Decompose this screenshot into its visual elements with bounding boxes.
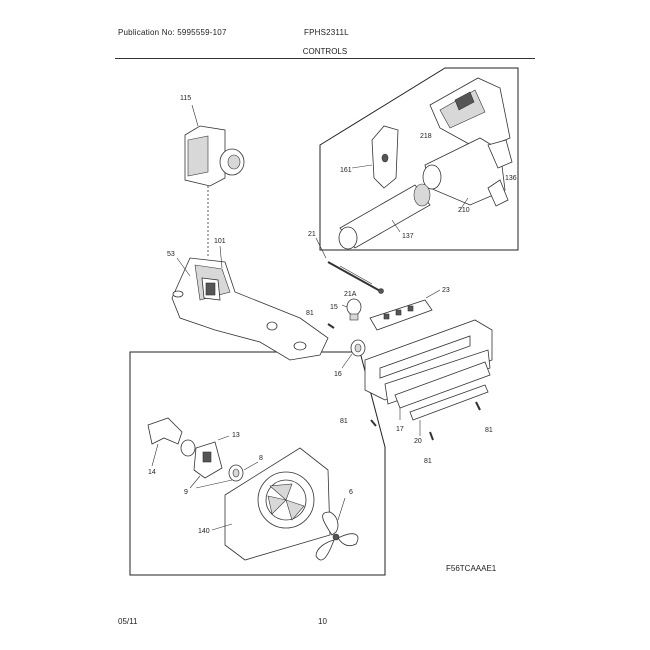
header-rule <box>115 58 535 59</box>
part-140-fan-shroud <box>211 447 331 561</box>
part-218-duct-housing <box>429 77 511 151</box>
callout-101: 101 <box>214 238 226 245</box>
part-137-water-filter <box>338 183 431 250</box>
callout-15: 15 <box>330 304 338 311</box>
callout-8: 8 <box>259 455 263 462</box>
part-15-light-bulb <box>341 298 362 321</box>
callout-81-d: 81 <box>485 427 493 434</box>
callout-161: 161 <box>340 167 352 174</box>
callout-210: 210 <box>458 207 470 214</box>
callout-137: 137 <box>402 233 414 240</box>
callout-21a: 21A <box>344 291 357 298</box>
diagram-code: F56TCAAAE1 <box>446 564 497 573</box>
callout-81-b: 81 <box>340 418 348 425</box>
part-136-bracket <box>487 139 513 207</box>
part-20-cover-plate <box>409 384 489 436</box>
part-21-control-rod <box>315 237 384 294</box>
leader-9a <box>189 475 201 489</box>
callout-14: 14 <box>148 469 156 476</box>
part-8-bushing <box>228 461 259 482</box>
publication-number: Publication No: 5995559-107 <box>118 28 227 37</box>
model-number: FPHS2311L <box>304 28 349 37</box>
callout-23: 23 <box>442 287 450 294</box>
part-16-lamp-socket <box>341 339 366 369</box>
part-13-motor-mount <box>180 435 230 479</box>
inset-frame-top <box>319 67 519 251</box>
part-161-clip <box>351 125 399 189</box>
part-53-housing-bracket <box>171 245 329 361</box>
section-title: CONTROLS <box>302 47 348 56</box>
part-23-switch-board <box>369 289 441 331</box>
callout-17: 17 <box>396 426 404 433</box>
callout-218: 218 <box>420 133 432 140</box>
part-14-bracket <box>147 417 183 467</box>
part-6-fan-blade <box>315 497 359 561</box>
callout-16: 16 <box>334 371 342 378</box>
callout-81-c: 81 <box>424 458 432 465</box>
callout-13: 13 <box>232 432 240 439</box>
callout-140: 140 <box>198 528 210 535</box>
page-number: 10 <box>318 617 327 626</box>
part-210-filter-head <box>422 137 506 211</box>
callout-81-a: 81 <box>306 310 314 317</box>
part-17-dispenser-housing <box>364 319 493 420</box>
callout-9: 9 <box>184 489 188 496</box>
callout-53: 53 <box>167 251 175 258</box>
callout-6: 6 <box>349 489 353 496</box>
callout-115: 115 <box>180 95 191 102</box>
callout-20: 20 <box>414 438 422 445</box>
footer-date: 05/11 <box>118 617 138 626</box>
callout-21: 21 <box>308 231 316 238</box>
callout-136: 136 <box>505 175 517 182</box>
part-115-control-module <box>184 104 245 187</box>
leader-9b <box>195 479 233 489</box>
part-81-screws <box>327 323 481 441</box>
